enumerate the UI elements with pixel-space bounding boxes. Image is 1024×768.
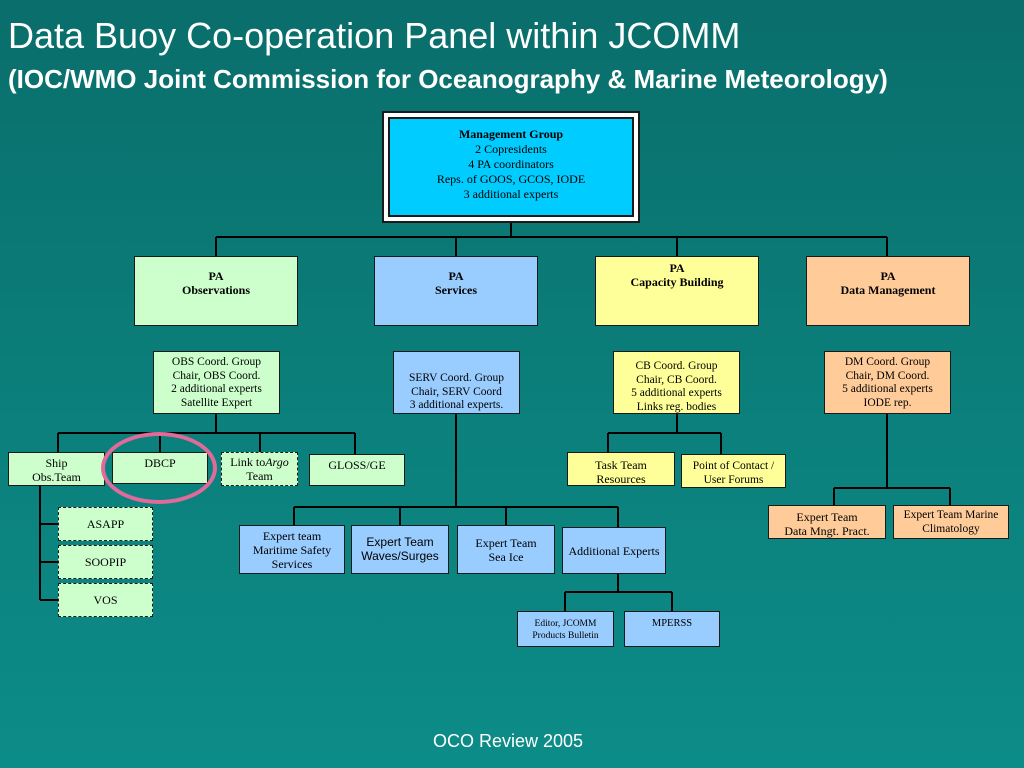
pa-services-box: PA Services [374, 256, 538, 326]
team-line: Team [246, 469, 273, 483]
pa-observations-box: PA Observations [134, 256, 298, 326]
team-line: Ship [45, 456, 68, 470]
asapp-box: ASAPP [58, 507, 153, 541]
team-line: Expert Team [796, 510, 858, 524]
maritime-safety-team-box: Expert team Maritime Safety Services [239, 525, 345, 574]
team-line: Data Mngt. Pract. [784, 524, 870, 538]
mperss-box: MPERSS [624, 611, 720, 647]
coord-line: Satellite Expert [180, 396, 253, 409]
management-group-line: 2 Copresidents [475, 142, 547, 156]
team-line: SOOPIP [84, 555, 127, 569]
team-line: ASAPP [86, 517, 125, 531]
team-line: Task Team [595, 458, 647, 472]
waves-surges-team-box: Expert Team Waves/Surges [351, 525, 449, 574]
pa-data-management-box: PA Data Management [806, 256, 970, 326]
data-mngt-practices-box: Expert Team Data Mngt. Pract. [768, 505, 886, 539]
coord-line: SERV Coord. Group [408, 372, 505, 384]
pa-name: Capacity Building [630, 275, 724, 289]
dm-coord-group-box: DM Coord. Group Chair, DM Coord. 5 addit… [824, 351, 951, 414]
coord-line: OBS Coord. Group [171, 356, 262, 368]
team-line: Editor, JCOMM [534, 619, 597, 629]
coord-line: Chair, CB Coord. [636, 373, 717, 386]
management-group-line: 4 PA coordinators [468, 157, 554, 171]
pa-label: PA [448, 269, 464, 283]
team-line: Point of Contact / [692, 460, 775, 472]
team-line: Expert Team Marine [903, 509, 999, 521]
coord-line: 3 additional experts. [409, 399, 504, 411]
vos-box: VOS [58, 583, 153, 617]
argo-italic: Argo [265, 455, 289, 469]
cb-coord-group-box: CB Coord. Group Chair, CB Coord. 5 addit… [613, 351, 740, 414]
team-line: Climatology [922, 523, 980, 535]
soopip-box: SOOPIP [58, 545, 153, 579]
management-group-box: Management Group 2 Copresidents 4 PA coo… [388, 117, 634, 217]
team-line: Expert Team [366, 535, 434, 549]
team-line: Services [271, 557, 313, 571]
management-group-line: Reps. of GOOS, GCOS, IODE [436, 172, 586, 186]
management-group-line: 3 additional experts [463, 187, 559, 201]
additional-experts-box: Additional Experts [562, 527, 666, 574]
sea-ice-team-box: Expert Team Sea Ice [457, 525, 555, 574]
argo-line-1: Link toArgo [230, 455, 289, 469]
obs-coord-group-box: OBS Coord. Group Chair, OBS Coord. 2 add… [153, 351, 280, 414]
pa-name: Services [435, 283, 477, 297]
coord-line: 5 additional experts [842, 383, 933, 395]
coord-line: IODE rep. [863, 396, 912, 409]
team-line: Products Bulletin [532, 631, 599, 641]
team-line: VOS [93, 593, 118, 607]
pa-capacity-building-box: PA Capacity Building [595, 256, 759, 326]
management-group-heading: Management Group [458, 127, 564, 141]
task-team-resources-box: Task Team Resources [567, 452, 675, 486]
footer-text: OCO Review 2005 [433, 731, 584, 751]
team-line: MPERSS [651, 618, 693, 629]
pa-label: PA [880, 269, 896, 283]
serv-coord-group-box: SERV Coord. Group Chair, SERV Coord 3 ad… [393, 351, 520, 414]
marine-climatology-box: Expert Team Marine Climatology [893, 505, 1009, 539]
coord-line: Chair, SERV Coord [411, 385, 502, 398]
pa-label: PA [208, 269, 224, 283]
team-line: Maritime Safety [252, 543, 332, 557]
team-line: Expert team [262, 529, 322, 543]
editor-bulletin-box: Editor, JCOMM Products Bulletin [517, 611, 614, 647]
team-line: Resources [596, 472, 646, 486]
page-title: Data Buoy Co-operation Panel within JCOM… [8, 15, 741, 56]
coord-line: DM Coord. Group [844, 356, 931, 368]
pa-name: Observations [181, 283, 250, 297]
team-line: User Forums [703, 474, 764, 486]
coord-line: Links reg. bodies [636, 400, 717, 413]
team-line: GLOSS/GE [328, 458, 386, 472]
team-line: Expert Team [475, 536, 537, 550]
coord-line: Chair, OBS Coord. [172, 369, 261, 382]
page-subtitle: (IOC/WMO Joint Commission for Oceanograp… [8, 64, 888, 94]
coord-line: 5 additional experts [631, 387, 722, 399]
team-line: Sea Ice [488, 550, 524, 564]
point-of-contact-box: Point of Contact / User Forums [681, 454, 786, 488]
team-line: Additional Experts [568, 543, 660, 558]
pa-label: PA [669, 261, 685, 275]
ship-obs-team-box: Ship Obs.Team [8, 452, 105, 486]
coord-line: Chair, DM Coord. [845, 369, 930, 382]
argo-link-box: Link toArgo Team [221, 452, 298, 486]
team-line: Waves/Surges [361, 549, 439, 563]
coord-line: CB Coord. Group [635, 360, 718, 372]
dbcp-highlight-ring [101, 432, 217, 504]
gloss-ge-box: GLOSS/GE [309, 454, 405, 486]
coord-line: 2 additional experts [171, 383, 262, 395]
argo-prefix: Link to [230, 455, 266, 469]
pa-name: Data Management [840, 283, 936, 297]
team-line: Obs.Team [32, 470, 81, 484]
